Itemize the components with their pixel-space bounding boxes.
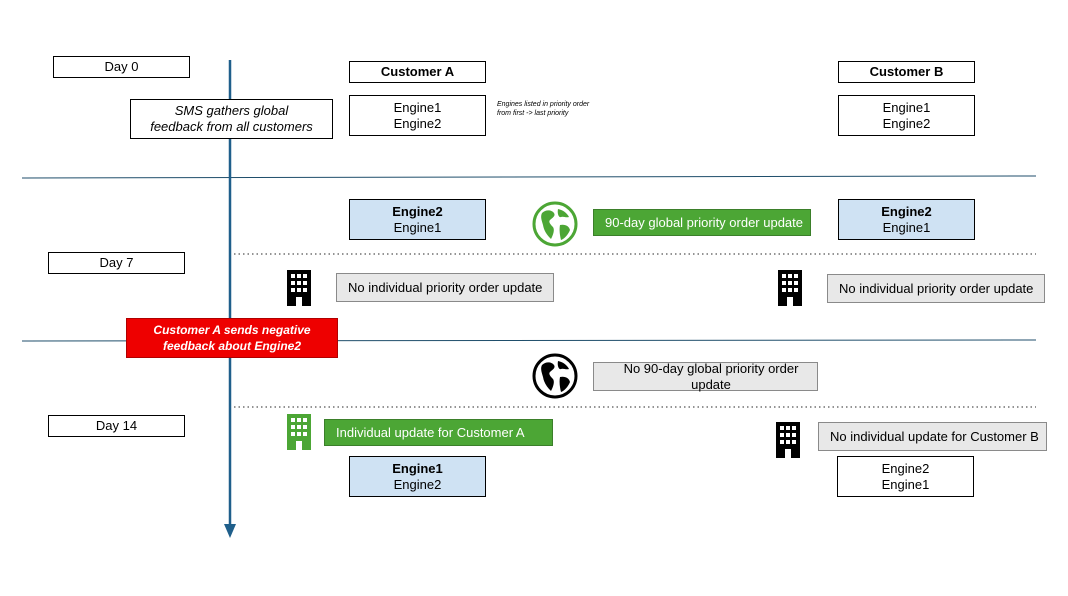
day-7-label: Day 7	[48, 252, 185, 274]
engines-priority-note: Engines listed in priority order from fi…	[497, 101, 590, 117]
alert-line-1: Customer A sends negative	[153, 323, 311, 337]
day-14-label: Day 14	[48, 415, 185, 437]
engine-item: Engine1	[393, 99, 442, 115]
office-building-icon	[287, 270, 311, 306]
engine-item-top: Engine1	[392, 460, 443, 476]
engine-item-top: Engine2	[392, 203, 443, 219]
engine-item: Engine1	[393, 219, 442, 235]
engine-item: Engine1	[881, 476, 930, 492]
engine-item: Engine1	[882, 99, 931, 115]
office-building-icon	[287, 414, 311, 450]
globe-americas-icon	[532, 353, 578, 399]
sms-gathers-feedback-note: SMS gathers global feedback from all cus…	[130, 99, 333, 139]
day-0-label: Day 0	[53, 56, 190, 78]
sms-note-line-2: feedback from all customers	[150, 119, 313, 134]
globe-americas-icon	[532, 201, 578, 247]
alert-line-2: feedback about Engine2	[162, 339, 302, 353]
engine-item: Engine2	[881, 460, 930, 476]
customer-a-day7-engine-list: Engine2 Engine1	[349, 199, 486, 240]
engine-item-top: Engine2	[881, 203, 932, 219]
timeline-arrowhead	[224, 524, 236, 538]
customer-b-day7-engine-list: Engine2 Engine1	[838, 199, 975, 240]
office-building-icon	[778, 270, 802, 306]
customer-b-day14-engine-list: Engine2 Engine1	[837, 456, 974, 497]
no-global-update-badge: No 90-day global priority order update	[593, 361, 818, 392]
no-individual-update-a-badge: No individual priority order update	[336, 273, 554, 302]
engine-item: Engine2	[393, 115, 442, 131]
engine-item: Engine2	[882, 115, 931, 131]
customer-a-day14-engine-list: Engine1 Engine2	[349, 456, 486, 497]
customer-b-day0-engine-list: Engine1 Engine2	[838, 95, 975, 136]
section-separator-1	[21, 175, 1037, 179]
engine-item: Engine1	[882, 219, 931, 235]
office-building-icon	[776, 422, 800, 458]
no-individual-update-b-day14-badge: No individual update for Customer B	[818, 422, 1047, 451]
no-individual-update-b-badge: No individual priority order update	[827, 274, 1045, 303]
negative-feedback-alert: Customer A sends negative feedback about…	[126, 318, 338, 358]
sms-note-line-1: SMS gathers global	[174, 103, 289, 118]
customer-a-day0-engine-list: Engine1 Engine2	[349, 95, 486, 136]
global-update-badge: 90-day global priority order update	[593, 209, 811, 236]
customer-a-header: Customer A	[349, 61, 486, 83]
individual-update-a-badge: Individual update for Customer A	[324, 419, 553, 446]
engine-item: Engine2	[393, 476, 442, 492]
customer-b-header: Customer B	[838, 61, 975, 83]
